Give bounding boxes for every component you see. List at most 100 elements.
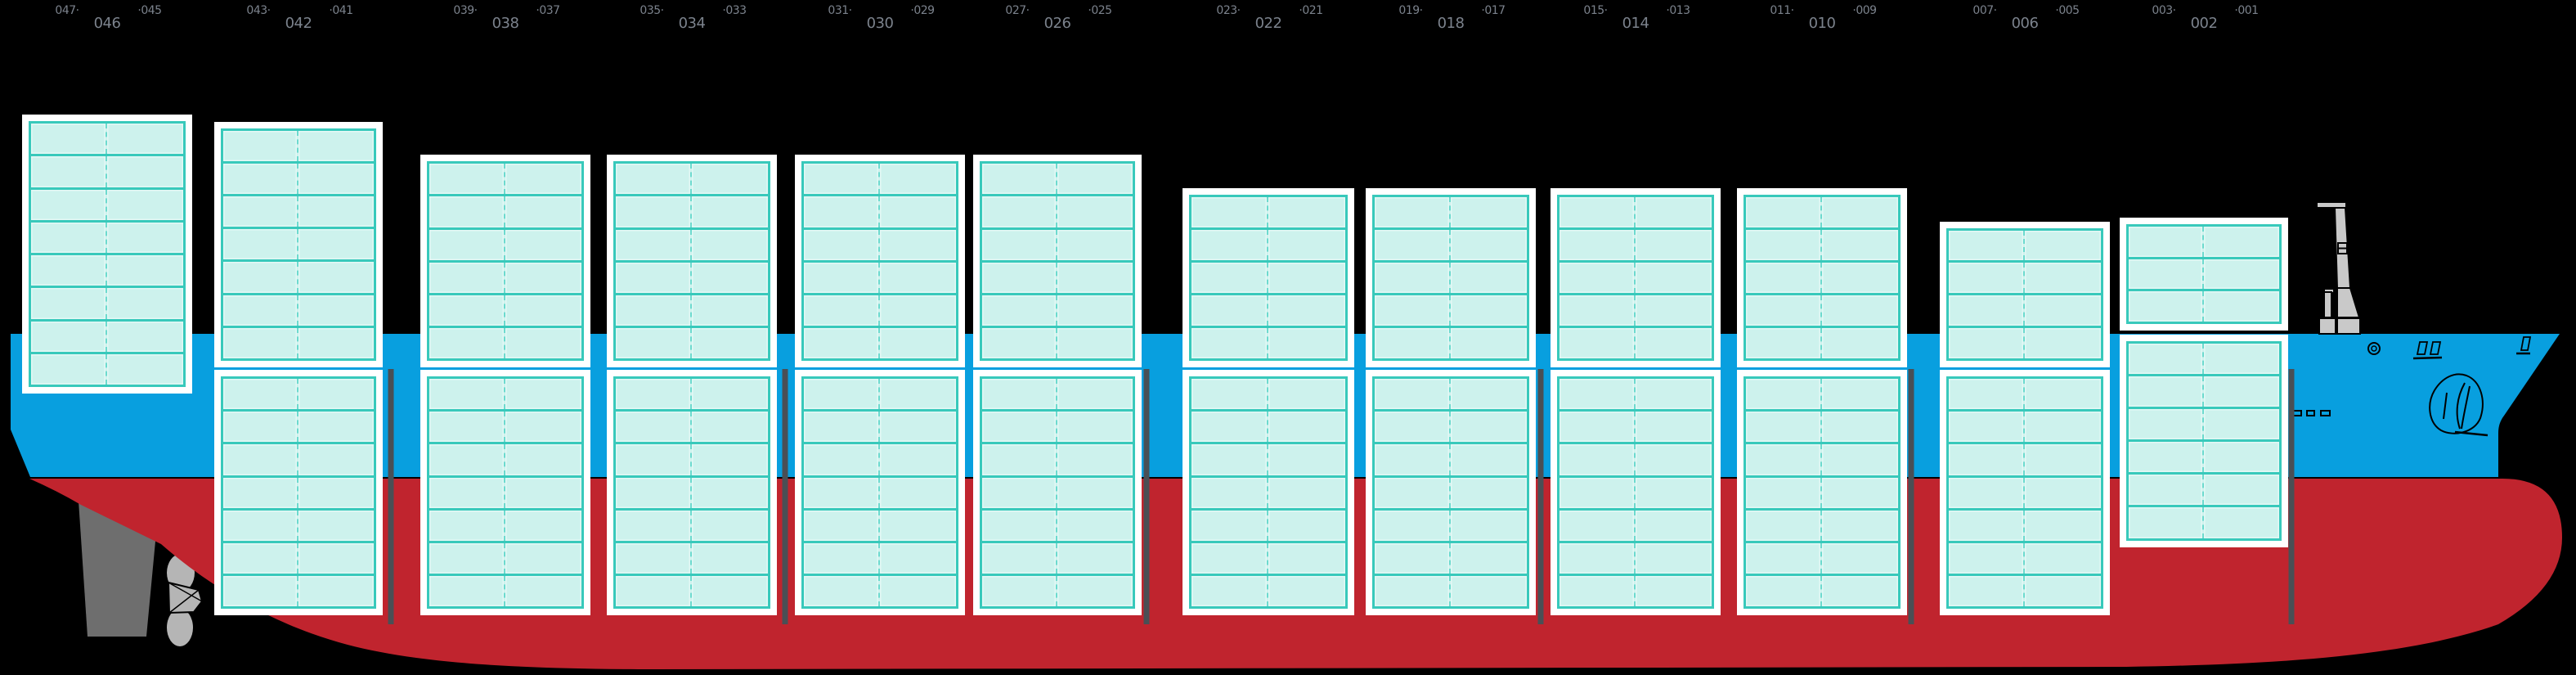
slot-cell[interactable] [1057, 262, 1133, 293]
slot-cell[interactable] [1560, 412, 1636, 443]
slot-cell[interactable] [1451, 379, 1527, 410]
slot-cell[interactable] [1268, 576, 1345, 607]
slot-cell[interactable] [1949, 444, 2025, 475]
slot-cell[interactable] [429, 477, 505, 508]
slot-cell[interactable] [2025, 263, 2101, 294]
slot-cell[interactable] [1375, 510, 1451, 541]
slot-cell[interactable] [982, 196, 1057, 227]
slot-cell[interactable] [2204, 291, 2279, 322]
slot-cell[interactable] [2204, 227, 2279, 257]
slot-cell[interactable] [692, 327, 768, 358]
slot-cell[interactable] [1375, 230, 1451, 260]
slot-cell[interactable] [1057, 477, 1133, 508]
slot-cell[interactable] [1375, 197, 1451, 227]
slot-cell[interactable] [1268, 295, 1345, 326]
slot-cell[interactable] [692, 379, 768, 410]
slot-cell[interactable] [429, 164, 505, 195]
slot-cell[interactable] [1822, 379, 1898, 410]
slot-cell[interactable] [1746, 412, 1822, 443]
slot-cell[interactable] [880, 477, 956, 508]
slot-cell[interactable] [1822, 328, 1898, 358]
slot-cell[interactable] [1636, 576, 1712, 607]
slot-cell[interactable] [2025, 477, 2101, 508]
slot-cell[interactable] [2204, 376, 2279, 407]
slot-cell[interactable] [1375, 477, 1451, 508]
slot-cell[interactable] [880, 196, 956, 227]
slot-cell[interactable] [1746, 230, 1822, 260]
slot-cell[interactable] [982, 327, 1057, 358]
slot-cell[interactable] [692, 412, 768, 443]
slot-cell[interactable] [1949, 576, 2025, 607]
slot-cell[interactable] [223, 576, 298, 607]
slot-cell[interactable] [1451, 510, 1527, 541]
slot-cell[interactable] [1057, 444, 1133, 475]
slot-cell[interactable] [2025, 510, 2101, 541]
slot-cell[interactable] [2025, 328, 2101, 358]
slot-cell[interactable] [1636, 542, 1712, 574]
slot-cell[interactable] [1375, 295, 1451, 326]
slot-cell[interactable] [1057, 229, 1133, 260]
slot-cell[interactable] [223, 262, 298, 293]
slot-cell[interactable] [2204, 344, 2279, 375]
slot-cell[interactable] [1746, 295, 1822, 326]
slot-cell[interactable] [2025, 412, 2101, 443]
slot-cell[interactable] [1636, 510, 1712, 541]
slot-cell[interactable] [223, 327, 298, 358]
slot-cell[interactable] [107, 321, 183, 352]
slot-cell[interactable] [298, 477, 374, 508]
slot-cell[interactable] [880, 295, 956, 326]
slot-cell[interactable] [429, 444, 505, 475]
slot-cell[interactable] [298, 379, 374, 410]
slot-cell[interactable] [1057, 164, 1133, 195]
slot-cell[interactable] [982, 444, 1057, 475]
slot-cell[interactable] [31, 124, 107, 155]
slot-cell[interactable] [804, 295, 880, 326]
slot-cell[interactable] [505, 164, 581, 195]
slot-cell[interactable] [1822, 477, 1898, 508]
slot-cell[interactable] [804, 444, 880, 475]
slot-cell[interactable] [1192, 263, 1268, 293]
slot-cell[interactable] [616, 510, 692, 541]
slot-cell[interactable] [2129, 259, 2204, 290]
slot-cell[interactable] [2129, 507, 2204, 538]
slot-cell[interactable] [505, 327, 581, 358]
slot-cell[interactable] [804, 412, 880, 443]
slot-cell[interactable] [1560, 295, 1636, 326]
slot-cell[interactable] [107, 222, 183, 254]
slot-cell[interactable] [2129, 344, 2204, 375]
slot-cell[interactable] [1560, 477, 1636, 508]
slot-cell[interactable] [1636, 379, 1712, 410]
slot-cell[interactable] [804, 327, 880, 358]
slot-cell[interactable] [982, 379, 1057, 410]
slot-cell[interactable] [107, 288, 183, 319]
slot-cell[interactable] [107, 353, 183, 385]
slot-cell[interactable] [616, 379, 692, 410]
slot-cell[interactable] [1822, 542, 1898, 574]
slot-cell[interactable] [31, 222, 107, 254]
slot-cell[interactable] [1560, 197, 1636, 227]
slot-cell[interactable] [429, 262, 505, 293]
slot-cell[interactable] [31, 288, 107, 319]
slot-cell[interactable] [982, 229, 1057, 260]
slot-cell[interactable] [1057, 576, 1133, 607]
slot-cell[interactable] [298, 327, 374, 358]
slot-cell[interactable] [223, 444, 298, 475]
slot-cell[interactable] [298, 542, 374, 574]
slot-cell[interactable] [616, 327, 692, 358]
slot-cell[interactable] [1057, 542, 1133, 574]
slot-cell[interactable] [982, 542, 1057, 574]
slot-cell[interactable] [1949, 542, 2025, 574]
slot-cell[interactable] [1451, 197, 1527, 227]
slot-cell[interactable] [429, 327, 505, 358]
slot-cell[interactable] [880, 542, 956, 574]
slot-cell[interactable] [429, 295, 505, 326]
slot-cell[interactable] [804, 576, 880, 607]
slot-cell[interactable] [692, 542, 768, 574]
slot-cell[interactable] [692, 229, 768, 260]
slot-cell[interactable] [880, 229, 956, 260]
slot-cell[interactable] [2129, 291, 2204, 322]
slot-cell[interactable] [1636, 444, 1712, 475]
slot-cell[interactable] [1822, 263, 1898, 293]
slot-cell[interactable] [1746, 328, 1822, 358]
slot-cell[interactable] [31, 353, 107, 385]
